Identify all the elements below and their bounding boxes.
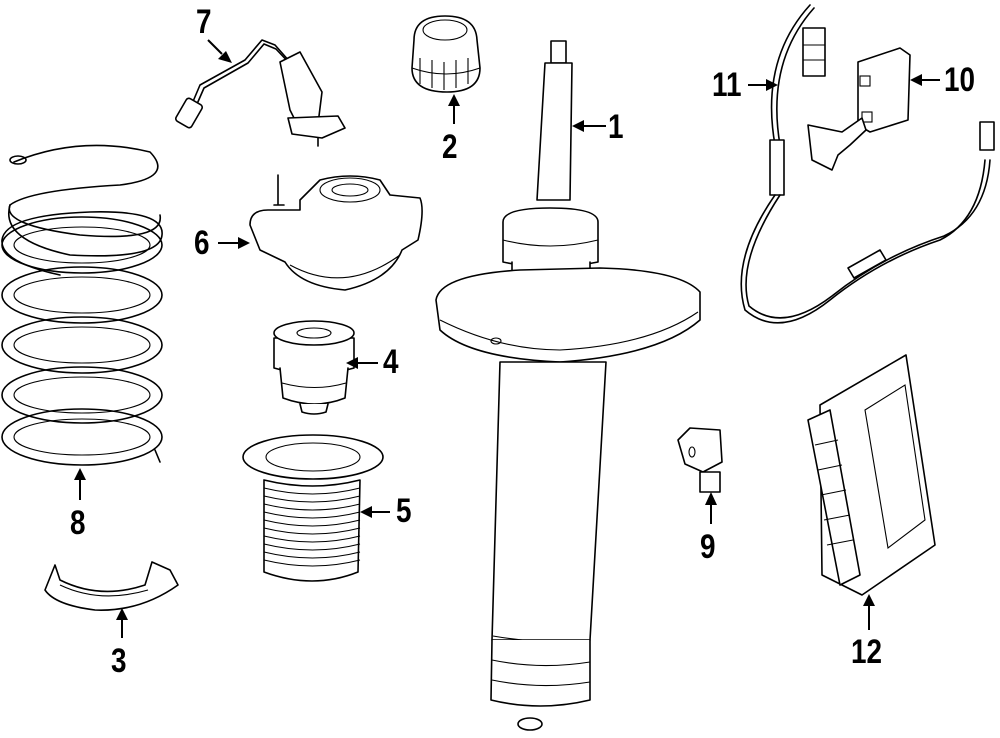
callout-9: 9 <box>700 528 716 566</box>
part-11-sensor-wire[interactable] <box>740 4 995 324</box>
callout-1: 1 <box>608 108 624 146</box>
arrow-12-head <box>863 594 875 606</box>
arrow-8-head <box>74 468 86 480</box>
part-12-control-module[interactable] <box>807 354 936 596</box>
callout-6: 6 <box>194 224 210 262</box>
arrow-11-head <box>766 79 778 91</box>
part-6-strut-mount[interactable] <box>249 174 423 291</box>
part-2-strut-cap[interactable] <box>411 15 481 93</box>
callout-2: 2 <box>442 128 458 166</box>
callout-3: 3 <box>111 642 127 680</box>
callout-4: 4 <box>383 343 399 381</box>
callout-12: 12 <box>851 633 883 671</box>
arrow-2-head <box>448 94 460 106</box>
part-1-strut[interactable] <box>435 40 701 731</box>
part-7-wire-sensor[interactable] <box>175 39 346 147</box>
callout-arrows <box>74 39 940 638</box>
callout-7: 7 <box>196 3 212 41</box>
part-9-height-sensor[interactable] <box>677 427 723 493</box>
arrow-4-head <box>346 357 358 369</box>
arrow-9-head <box>705 492 717 505</box>
arrow-6-head <box>238 237 250 249</box>
callout-11: 11 <box>712 66 742 104</box>
arrow-3-head <box>116 608 128 620</box>
arrow-7-head <box>218 51 232 63</box>
arrow-1-head <box>572 120 584 132</box>
callout-10: 10 <box>944 61 976 99</box>
callout-8: 8 <box>70 504 86 542</box>
part-4-bump-stop[interactable] <box>273 320 355 415</box>
part-8-coil-spring[interactable] <box>1 144 163 466</box>
part-3-spring-seat[interactable] <box>44 561 179 611</box>
part-10-bracket[interactable] <box>807 47 911 171</box>
arrow-5-head <box>360 506 372 518</box>
part-5-dust-boot[interactable] <box>242 434 384 582</box>
callout-5: 5 <box>396 492 412 530</box>
arrow-10-head <box>910 74 922 86</box>
